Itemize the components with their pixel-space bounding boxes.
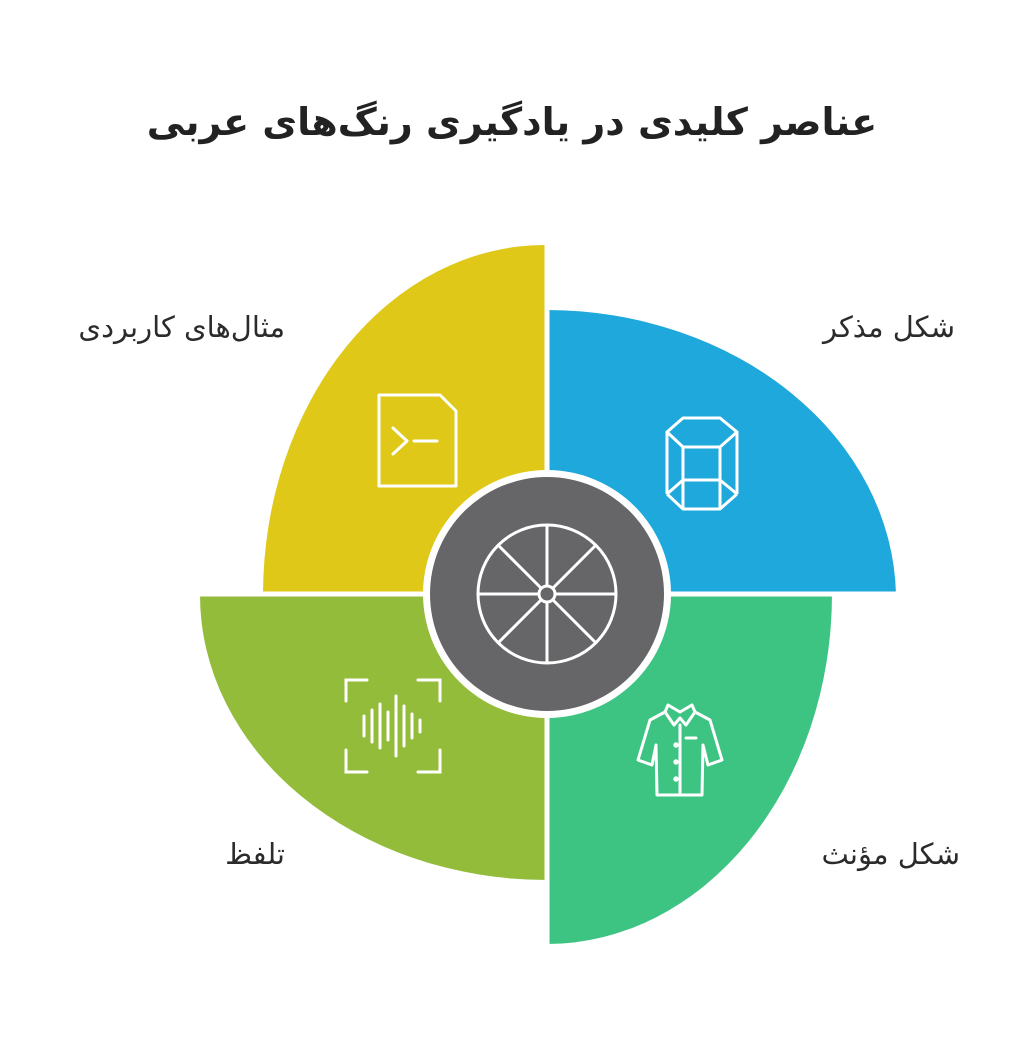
wheel-icon	[476, 523, 618, 665]
label-feminine-form: شکل مؤنث	[821, 837, 960, 871]
label-masculine-form: شکل مذکر	[822, 310, 955, 344]
label-practical-examples: مثال‌های کاربردی	[78, 310, 285, 344]
shirt-icon	[636, 703, 724, 797]
hexagonal-prism-icon	[665, 416, 739, 511]
center-hub	[430, 477, 664, 711]
terminal-document-icon	[377, 393, 458, 488]
page-title: عناصر کلیدی در یادگیری رنگ‌های عربی	[146, 100, 878, 144]
sound-wave-icon	[344, 678, 442, 774]
label-pronunciation: تلفظ	[225, 837, 285, 871]
